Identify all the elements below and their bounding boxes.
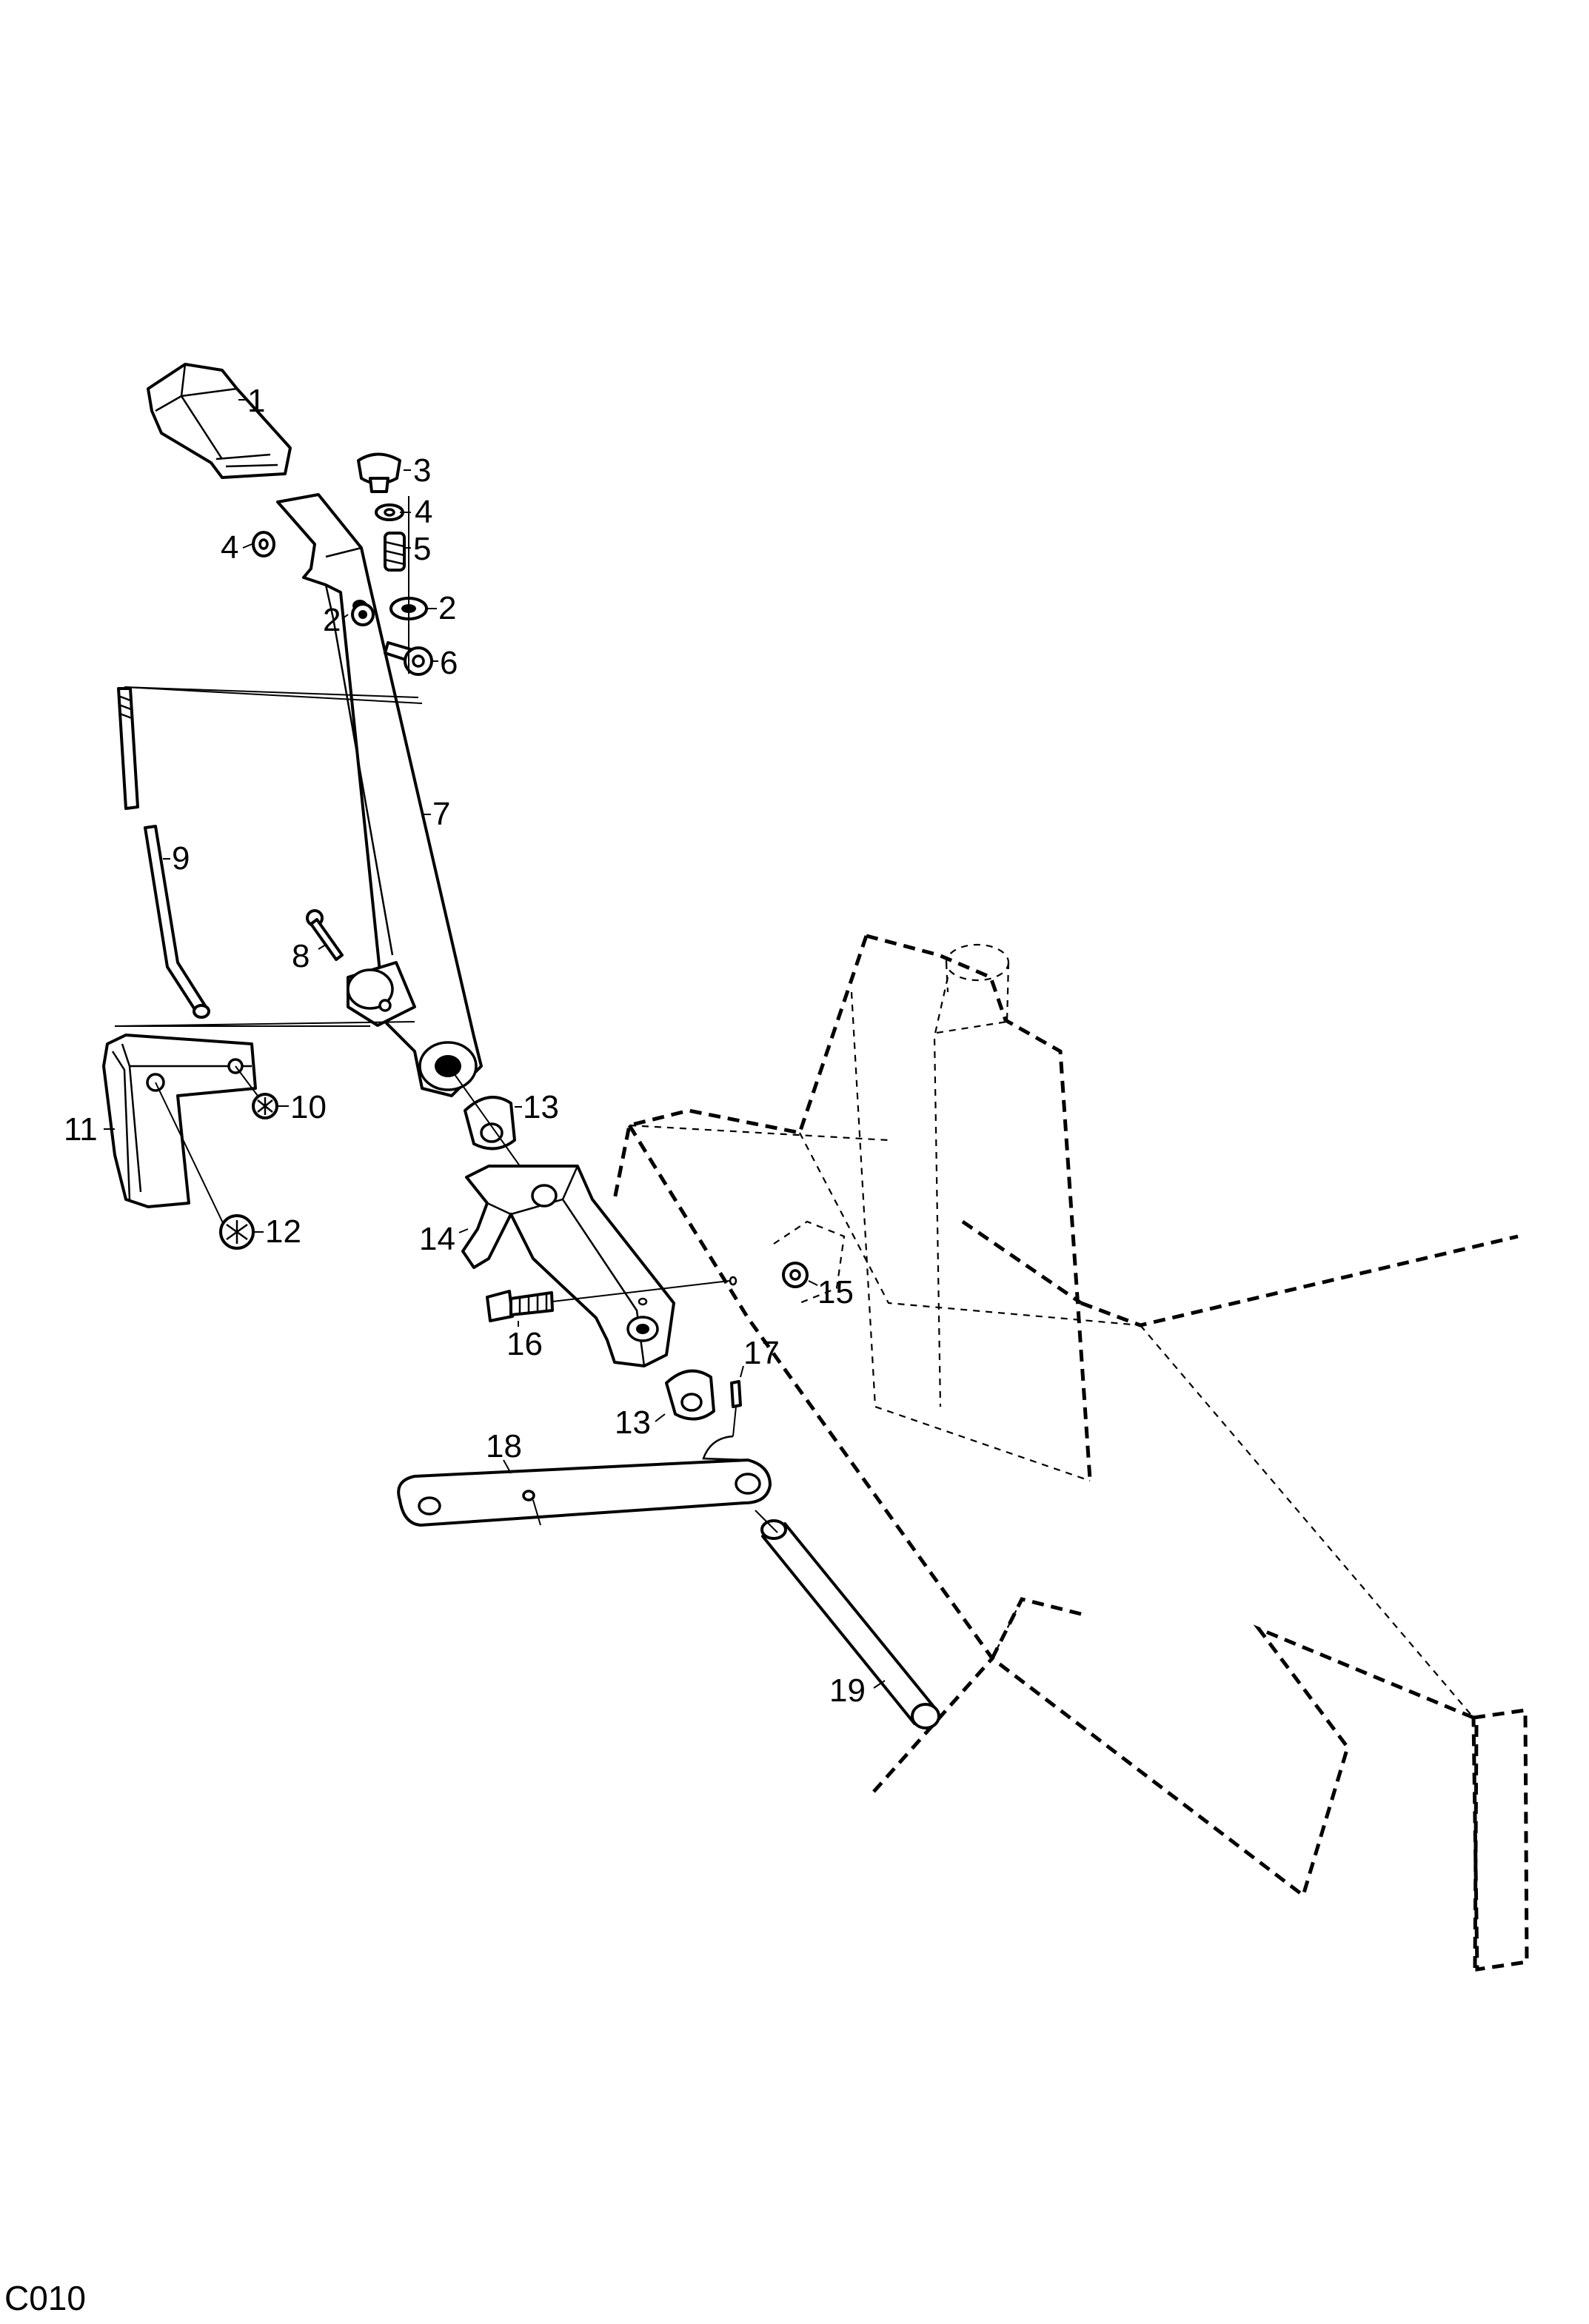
adjuster-stack bbox=[357, 452, 433, 676]
bushing-13-bottom bbox=[665, 1369, 715, 1421]
callout-7: 7 bbox=[432, 796, 450, 832]
callout-12: 12 bbox=[265, 1213, 301, 1250]
callout-13-top: 13 bbox=[523, 1089, 559, 1125]
callout-16: 16 bbox=[506, 1326, 543, 1362]
callout-8: 8 bbox=[292, 938, 310, 974]
callout-17: 17 bbox=[743, 1335, 780, 1371]
pivot-shaft bbox=[755, 1510, 940, 1729]
flange-bolt-16 bbox=[486, 1280, 730, 1322]
lever-arm bbox=[397, 1435, 772, 1527]
mounting-bracket bbox=[461, 1165, 675, 1367]
callout-labels: 1 3 4 5 4 2 2 6 7 9 8 13 10 11 12 14 15 … bbox=[64, 383, 866, 1709]
nut-12 bbox=[219, 1214, 255, 1250]
washer-15 bbox=[729, 1262, 809, 1288]
callout-18: 18 bbox=[486, 1428, 522, 1464]
pedal-bracket bbox=[102, 1021, 415, 1230]
callout-2-right: 2 bbox=[438, 590, 456, 626]
bushing-lever bbox=[351, 603, 375, 626]
callout-2-left: 2 bbox=[323, 602, 341, 638]
callout-3: 3 bbox=[413, 452, 431, 489]
callout-5: 5 bbox=[413, 531, 431, 567]
callout-13-bottom: 13 bbox=[615, 1404, 651, 1441]
callout-10: 10 bbox=[290, 1089, 327, 1125]
nut-10 bbox=[252, 1093, 278, 1119]
pedal-rubber bbox=[147, 363, 292, 479]
clevis-pin bbox=[306, 909, 344, 961]
callout-11: 11 bbox=[64, 1111, 98, 1148]
chassis-outline bbox=[612, 934, 1529, 1972]
callout-4-left: 4 bbox=[221, 529, 238, 566]
callout-9: 9 bbox=[172, 840, 190, 877]
callout-15: 15 bbox=[817, 1274, 854, 1310]
diagram-code: C010 bbox=[4, 2279, 86, 2317]
callout-4-top: 4 bbox=[415, 494, 432, 530]
callout-19: 19 bbox=[829, 1672, 866, 1709]
washer-left bbox=[252, 531, 275, 557]
connecting-rod bbox=[117, 686, 423, 1019]
callout-1: 1 bbox=[247, 383, 265, 419]
bushing-13-top bbox=[448, 1065, 534, 1185]
leader-lines bbox=[104, 399, 886, 1689]
roll-pin bbox=[730, 1380, 742, 1437]
pedal-lever bbox=[276, 493, 483, 1097]
callout-14: 14 bbox=[419, 1221, 455, 1257]
callout-6: 6 bbox=[440, 645, 458, 681]
